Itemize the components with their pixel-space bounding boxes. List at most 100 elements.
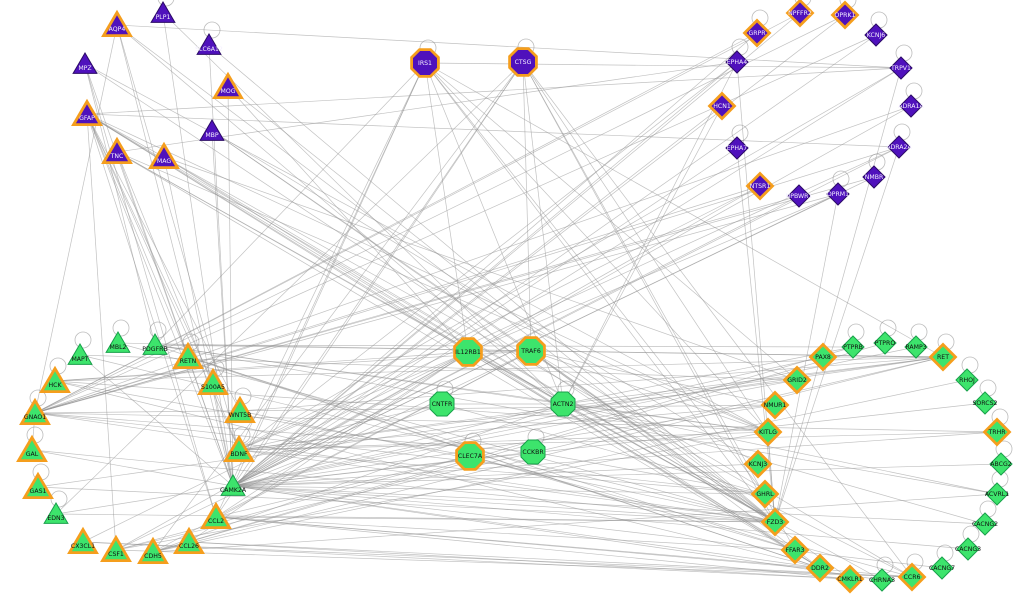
node-shape-diamond[interactable]	[928, 342, 958, 372]
node-shape-diamond[interactable]	[782, 365, 812, 395]
node-shape-octagon[interactable]	[410, 48, 440, 78]
node-shape-diamond[interactable]	[707, 91, 737, 121]
node-shape-triangle[interactable]	[200, 501, 232, 530]
node-MPZ[interactable]: MPZ	[72, 52, 98, 74]
node-shape-triangle[interactable]	[105, 331, 131, 353]
node-CX3CL1[interactable]: CX3CL1	[67, 526, 99, 555]
node-shape-triangle[interactable]	[224, 395, 256, 424]
node-shape-octagon[interactable]	[453, 337, 483, 367]
node-shape-triangle[interactable]	[22, 471, 54, 500]
node-shape-diamond[interactable]	[889, 56, 913, 80]
node-shape-triangle[interactable]	[196, 33, 222, 55]
node-CLEC7A[interactable]: CLEC7A	[455, 441, 485, 471]
node-CTSG[interactable]: CTSG	[508, 47, 538, 77]
node-KCNJ3[interactable]: KCNJ3	[743, 449, 773, 479]
node-RAMP3[interactable]: RAMP3	[904, 335, 928, 359]
node-RHOJ[interactable]: RHOJ	[955, 368, 979, 392]
node-shape-diamond[interactable]	[841, 335, 865, 359]
node-shape-diamond[interactable]	[753, 417, 783, 447]
node-shape-diamond[interactable]	[862, 165, 886, 189]
node-CMKLR1[interactable]: CMKLR1	[835, 564, 865, 594]
node-shape-diamond[interactable]	[805, 553, 835, 583]
node-shape-octagon[interactable]	[516, 336, 546, 366]
node-shape-diamond[interactable]	[725, 136, 749, 160]
node-shape-octagon[interactable]	[520, 439, 546, 465]
node-shape-diamond[interactable]	[760, 390, 790, 420]
node-shape-diamond[interactable]	[808, 342, 838, 372]
node-KCNJ6[interactable]: KCNJ6	[864, 23, 888, 47]
node-shape-diamond[interactable]	[873, 331, 897, 355]
node-shape-diamond[interactable]	[743, 449, 773, 479]
node-shape-triangle[interactable]	[172, 341, 204, 370]
node-shape-triangle[interactable]	[199, 119, 225, 141]
node-shape-triangle[interactable]	[67, 343, 93, 365]
node-shape-triangle[interactable]	[101, 136, 133, 165]
node-shape-triangle[interactable]	[150, 1, 176, 23]
node-shape-diamond[interactable]	[830, 0, 860, 30]
node-CACNG3[interactable]: CACNG3	[955, 537, 981, 561]
node-shape-triangle[interactable]	[43, 502, 69, 524]
node-shape-octagon[interactable]	[455, 441, 485, 471]
node-NTSR1[interactable]: NTSR1	[745, 171, 775, 201]
node-NMBR[interactable]: NMBR	[862, 165, 886, 189]
node-SORCS2[interactable]: SORCS2	[973, 391, 998, 415]
node-IL12RB1[interactable]: IL12RB1	[453, 337, 483, 367]
node-shape-triangle[interactable]	[148, 141, 180, 170]
node-shape-diamond[interactable]	[956, 537, 980, 561]
node-OPRK1[interactable]: OPRK1	[830, 0, 860, 30]
node-shape-diamond[interactable]	[785, 0, 815, 28]
node-GAS1[interactable]: GAS1	[22, 471, 54, 500]
node-shape-octagon[interactable]	[550, 391, 576, 417]
node-shape-diamond[interactable]	[973, 512, 997, 536]
node-SLC6A12[interactable]: SLC6A12	[195, 33, 223, 55]
node-shape-diamond[interactable]	[899, 94, 923, 118]
node-shape-diamond[interactable]	[870, 568, 894, 592]
node-shape-diamond[interactable]	[982, 417, 1012, 447]
node-shape-triangle[interactable]	[101, 9, 133, 38]
node-CCKBR[interactable]: CCKBR	[520, 439, 546, 465]
node-shape-triangle[interactable]	[72, 52, 98, 74]
node-HCN1[interactable]: HCN1	[707, 91, 737, 121]
node-shape-diamond[interactable]	[725, 50, 749, 74]
node-OPRM1[interactable]: OPRM1	[826, 182, 850, 206]
node-TRAF6[interactable]: TRAF6	[516, 336, 546, 366]
node-shape-diamond[interactable]	[864, 23, 888, 47]
node-shape-diamond[interactable]	[745, 171, 775, 201]
node-ADRA2A[interactable]: ADRA2A	[886, 135, 912, 159]
node-shape-diamond[interactable]	[742, 18, 772, 48]
node-TRPV1[interactable]: TRPV1	[889, 56, 913, 80]
node-shape-diamond[interactable]	[897, 562, 927, 592]
node-NPFFR2[interactable]: NPFFR2	[785, 0, 815, 28]
node-shape-diamond[interactable]	[985, 482, 1009, 506]
node-shape-diamond[interactable]	[904, 335, 928, 359]
node-shape-triangle[interactable]	[173, 526, 205, 555]
node-shape-triangle[interactable]	[197, 367, 229, 396]
node-RET[interactable]: RET	[928, 342, 958, 372]
node-shape-triangle[interactable]	[142, 333, 168, 355]
node-shape-diamond[interactable]	[826, 182, 850, 206]
node-S100A5[interactable]: S100A5	[197, 367, 229, 396]
node-shape-diamond[interactable]	[760, 507, 790, 537]
node-ACVRL1[interactable]: ACVRL1	[985, 482, 1009, 506]
node-KITLG[interactable]: KITLG	[753, 417, 783, 447]
node-ADRA1A[interactable]: ADRA1A	[898, 94, 924, 118]
node-shape-diamond[interactable]	[973, 391, 997, 415]
node-IRS1[interactable]: IRS1	[410, 48, 440, 78]
node-shape-triangle[interactable]	[220, 474, 246, 496]
node-TRHR[interactable]: TRHR	[982, 417, 1012, 447]
node-EPHA4[interactable]: EPHA4	[725, 50, 749, 74]
node-shape-diamond[interactable]	[835, 564, 865, 594]
node-MBL2[interactable]: MBL2	[105, 331, 131, 353]
node-shape-triangle[interactable]	[137, 536, 169, 565]
node-shape-diamond[interactable]	[780, 535, 810, 565]
node-MBP[interactable]: MBP	[199, 119, 225, 141]
node-CACNG2[interactable]: CACNG2	[972, 512, 998, 536]
node-shape-triangle[interactable]	[39, 365, 71, 394]
node-shape-triangle[interactable]	[16, 434, 48, 463]
node-GNAO1[interactable]: GNAO1	[19, 397, 51, 426]
node-shape-octagon[interactable]	[429, 391, 455, 417]
node-CHRNA3[interactable]: CHRNA3	[869, 568, 895, 592]
node-GAL[interactable]: GAL	[16, 434, 48, 463]
node-shape-diamond[interactable]	[955, 368, 979, 392]
